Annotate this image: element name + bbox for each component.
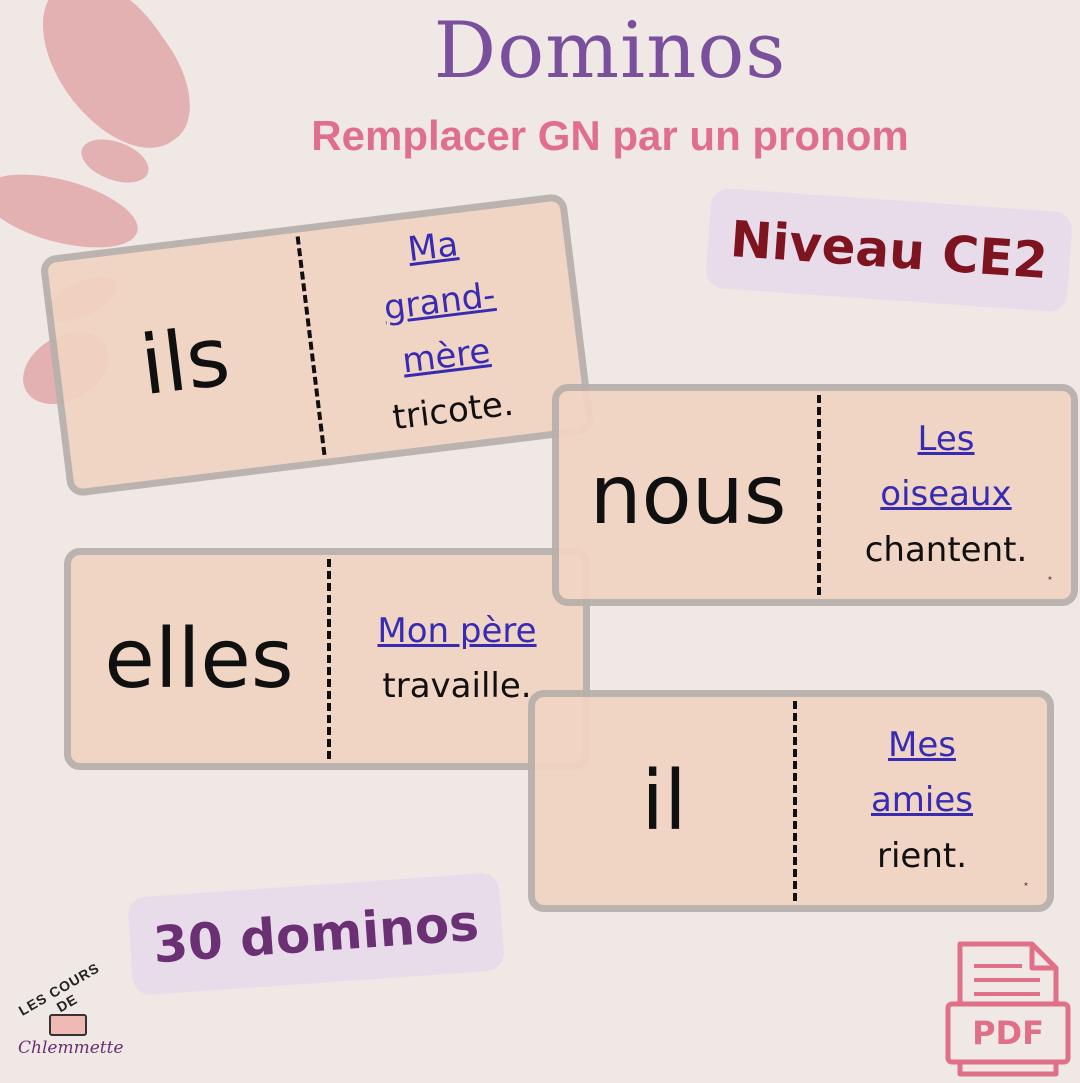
domino-card: elles Mon père travaille. [64,548,590,770]
pencil-case-icon [49,1014,87,1036]
page-subtitle: Remplacer GN par un pronom [311,112,909,159]
domino-pronoun: il [641,753,687,849]
domino-sentence: Mon père travaille. [331,555,583,763]
domino-gn: amies [870,780,974,821]
domino-pronoun: elles [104,611,294,707]
domino-separator [817,395,821,595]
domino-stamp-icon: ★ [1023,882,1029,888]
pdf-label: PDF [972,1014,1044,1052]
brand-logo: LES COURS DE Chlemmette [16,959,124,1060]
domino-gn: Ma [405,224,461,270]
domino-separator [793,701,797,901]
domino-stamp-icon: ★ [1047,576,1053,582]
pdf-file-icon: PDF [944,940,1072,1078]
domino-card: nous Les oiseaux chantent. ★ [552,384,1078,606]
domino-verb: travaille. [382,666,532,706]
domino-sentence: Les oiseaux chantent. [821,391,1071,599]
domino-gn: Les [917,419,975,460]
domino-sentence: Mes amies rient. [797,697,1047,905]
domino-pronoun: nous [589,447,787,543]
domino-gn: Mes [888,725,956,766]
logo-name: Chlemmette [18,1038,124,1058]
count-badge: 30 dominos [127,872,505,996]
domino-gn: Mon père [377,610,537,651]
domino-gn: oiseaux [880,474,1012,515]
page-title: Dominos [433,6,787,96]
domino-verb: rient. [876,835,968,876]
domino-pronoun: ils [135,308,235,414]
domino-separator [327,559,331,759]
level-badge: Niveau CE2 [704,187,1074,313]
domino-verb: chantent. [864,529,1028,570]
domino-card: il Mes amies rient. ★ [528,690,1054,912]
domino-sentence: Ma grand- mère tricote. [299,200,587,458]
